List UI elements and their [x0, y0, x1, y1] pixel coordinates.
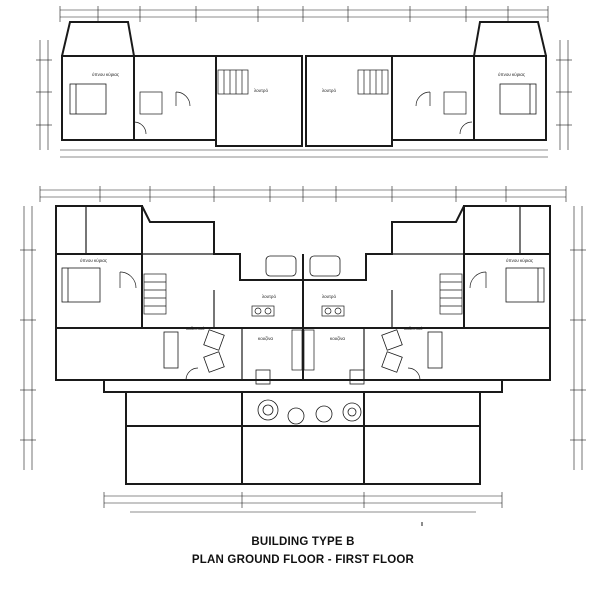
room-label: κουζίνα: [330, 336, 345, 341]
drawing-title: BUILDING TYPE B: [251, 536, 355, 548]
first-floor-walls: [61, 21, 547, 147]
bathtubs: [265, 255, 341, 277]
room-labels: ύπνου κύριας ύπνου κύριας καθιστικό καθι…: [80, 257, 534, 341]
room-label: κουζίνα: [258, 336, 273, 341]
room-label: λουτρό: [322, 293, 336, 299]
stairs: [139, 69, 467, 115]
room-label: ύπνου κύριας: [92, 71, 120, 77]
room-label: λουτρό: [262, 293, 276, 299]
room-label: ύπνου κύριας: [80, 257, 108, 263]
stairs: [143, 273, 463, 315]
room-label: καθιστικό: [404, 325, 423, 331]
dimension-lines-top: [59, 6, 549, 22]
kitchen-fixtures: [251, 305, 345, 371]
room-label: καθιστικό: [186, 325, 205, 331]
garden-plants: [257, 399, 362, 425]
ground-floor-plan: ύπνου κύριας ύπνου κύριας καθιστικό καθι…: [20, 186, 586, 513]
dimension-lines-bottom: [103, 492, 503, 513]
room-label: λουτρό: [254, 87, 268, 93]
room-labels: ύπνου κύριας ύπνου κύριας λουτρό λουτρό: [92, 71, 526, 93]
beds: [61, 267, 545, 303]
interior-partitions: [85, 206, 521, 380]
door-swings: [119, 271, 487, 381]
living-room-furniture: [163, 329, 443, 385]
door-swings: [133, 91, 473, 135]
dimension-lines-bottom: [60, 149, 548, 158]
ground-floor-walls: [55, 205, 551, 485]
beds: [69, 83, 537, 115]
room-label: ύπνου κύριας: [498, 71, 526, 77]
dimension-lines-side: [20, 206, 586, 470]
drawing-subtitle: PLAN GROUND FLOOR - FIRST FLOOR: [191, 554, 415, 566]
first-floor-plan: ύπνου κύριας ύπνου κύριας λουτρό λουτρό: [36, 6, 572, 158]
dimension-lines-top: [39, 186, 567, 202]
room-label: λουτρό: [322, 87, 336, 93]
dimension-lines-side: [36, 40, 572, 150]
room-label: ύπνου κύριας: [506, 257, 534, 263]
